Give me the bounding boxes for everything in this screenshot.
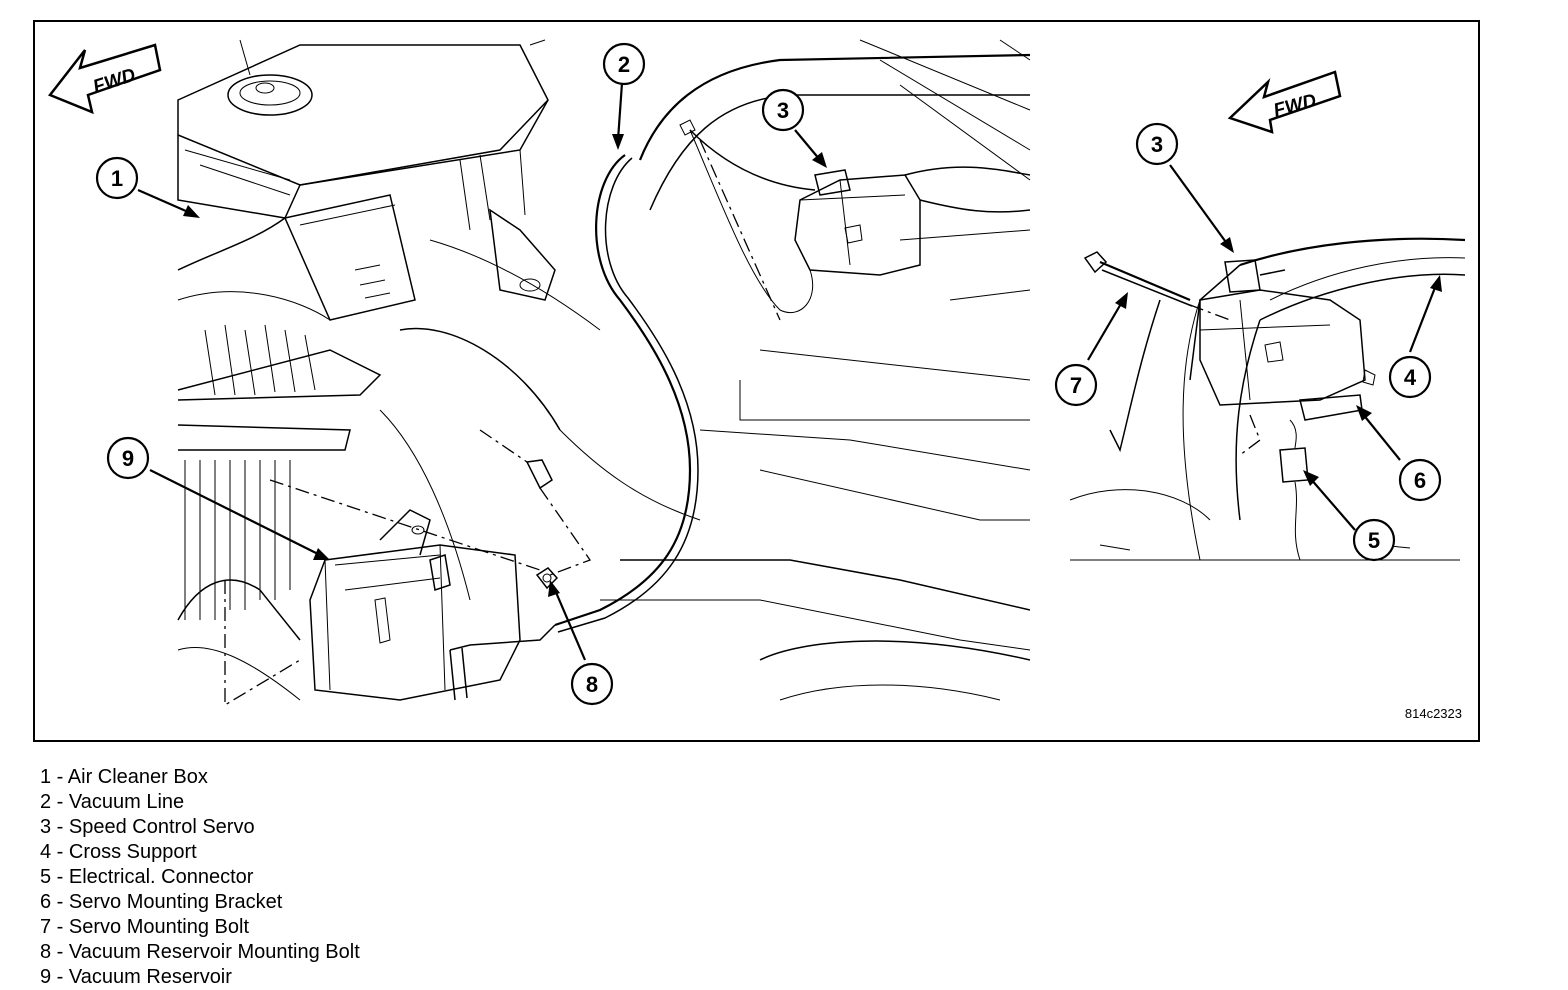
parts-legend: 1 - Air Cleaner Box 2 - Vacuum Line 3 - … — [40, 765, 360, 990]
callout-3-detail: 3 — [1135, 122, 1179, 166]
callout-6: 6 — [1398, 458, 1442, 502]
fwd-arrow-right: FWD — [1227, 70, 1342, 134]
legend-item: 1 - Air Cleaner Box — [40, 766, 208, 788]
legend-item: 9 - Vacuum Reservoir — [40, 966, 232, 988]
callout-6-label: 6 — [1414, 468, 1426, 493]
figure-frame — [33, 20, 1480, 742]
legend-item: 6 - Servo Mounting Bracket — [40, 891, 283, 913]
legend-item: 7 - Servo Mounting Bolt — [40, 916, 249, 938]
servo-detail-illustration — [1069, 164, 1466, 561]
callout-8: 8 — [570, 662, 614, 706]
legend-item: 5 - Electrical. Connector — [40, 866, 254, 888]
callout-8-label: 8 — [586, 672, 598, 697]
legend-item: 8 - Vacuum Reservoir Mounting Bolt — [40, 941, 360, 963]
figure-code: 814c2323 — [1405, 706, 1462, 721]
callout-9-label: 9 — [122, 446, 134, 471]
speed-control-servo-diagram: FWD FWD — [47, 39, 1466, 721]
callout-3-label: 3 — [777, 98, 789, 123]
callout-9: 9 — [106, 436, 150, 480]
callout-2-label: 2 — [618, 52, 630, 77]
callout-1: 1 — [95, 156, 139, 200]
callout-4-label: 4 — [1404, 365, 1417, 390]
callout-3-detail-label: 3 — [1151, 132, 1163, 157]
engine-bay-illustration — [137, 39, 1031, 707]
callout-7: 7 — [1054, 363, 1098, 407]
legend-item: 2 - Vacuum Line — [40, 791, 185, 813]
legend-item: 3 - Speed Control Servo — [40, 816, 255, 838]
callout-5: 5 — [1352, 518, 1396, 562]
callout-1-label: 1 — [111, 166, 123, 191]
legend-item: 4 - Cross Support — [40, 841, 197, 863]
callout-5-label: 5 — [1368, 528, 1380, 553]
callout-7-label: 7 — [1070, 373, 1082, 398]
fwd-arrow-left: FWD — [47, 43, 162, 115]
callout-2: 2 — [602, 42, 646, 86]
callout-3: 3 — [761, 88, 805, 132]
callout-4: 4 — [1388, 355, 1432, 399]
